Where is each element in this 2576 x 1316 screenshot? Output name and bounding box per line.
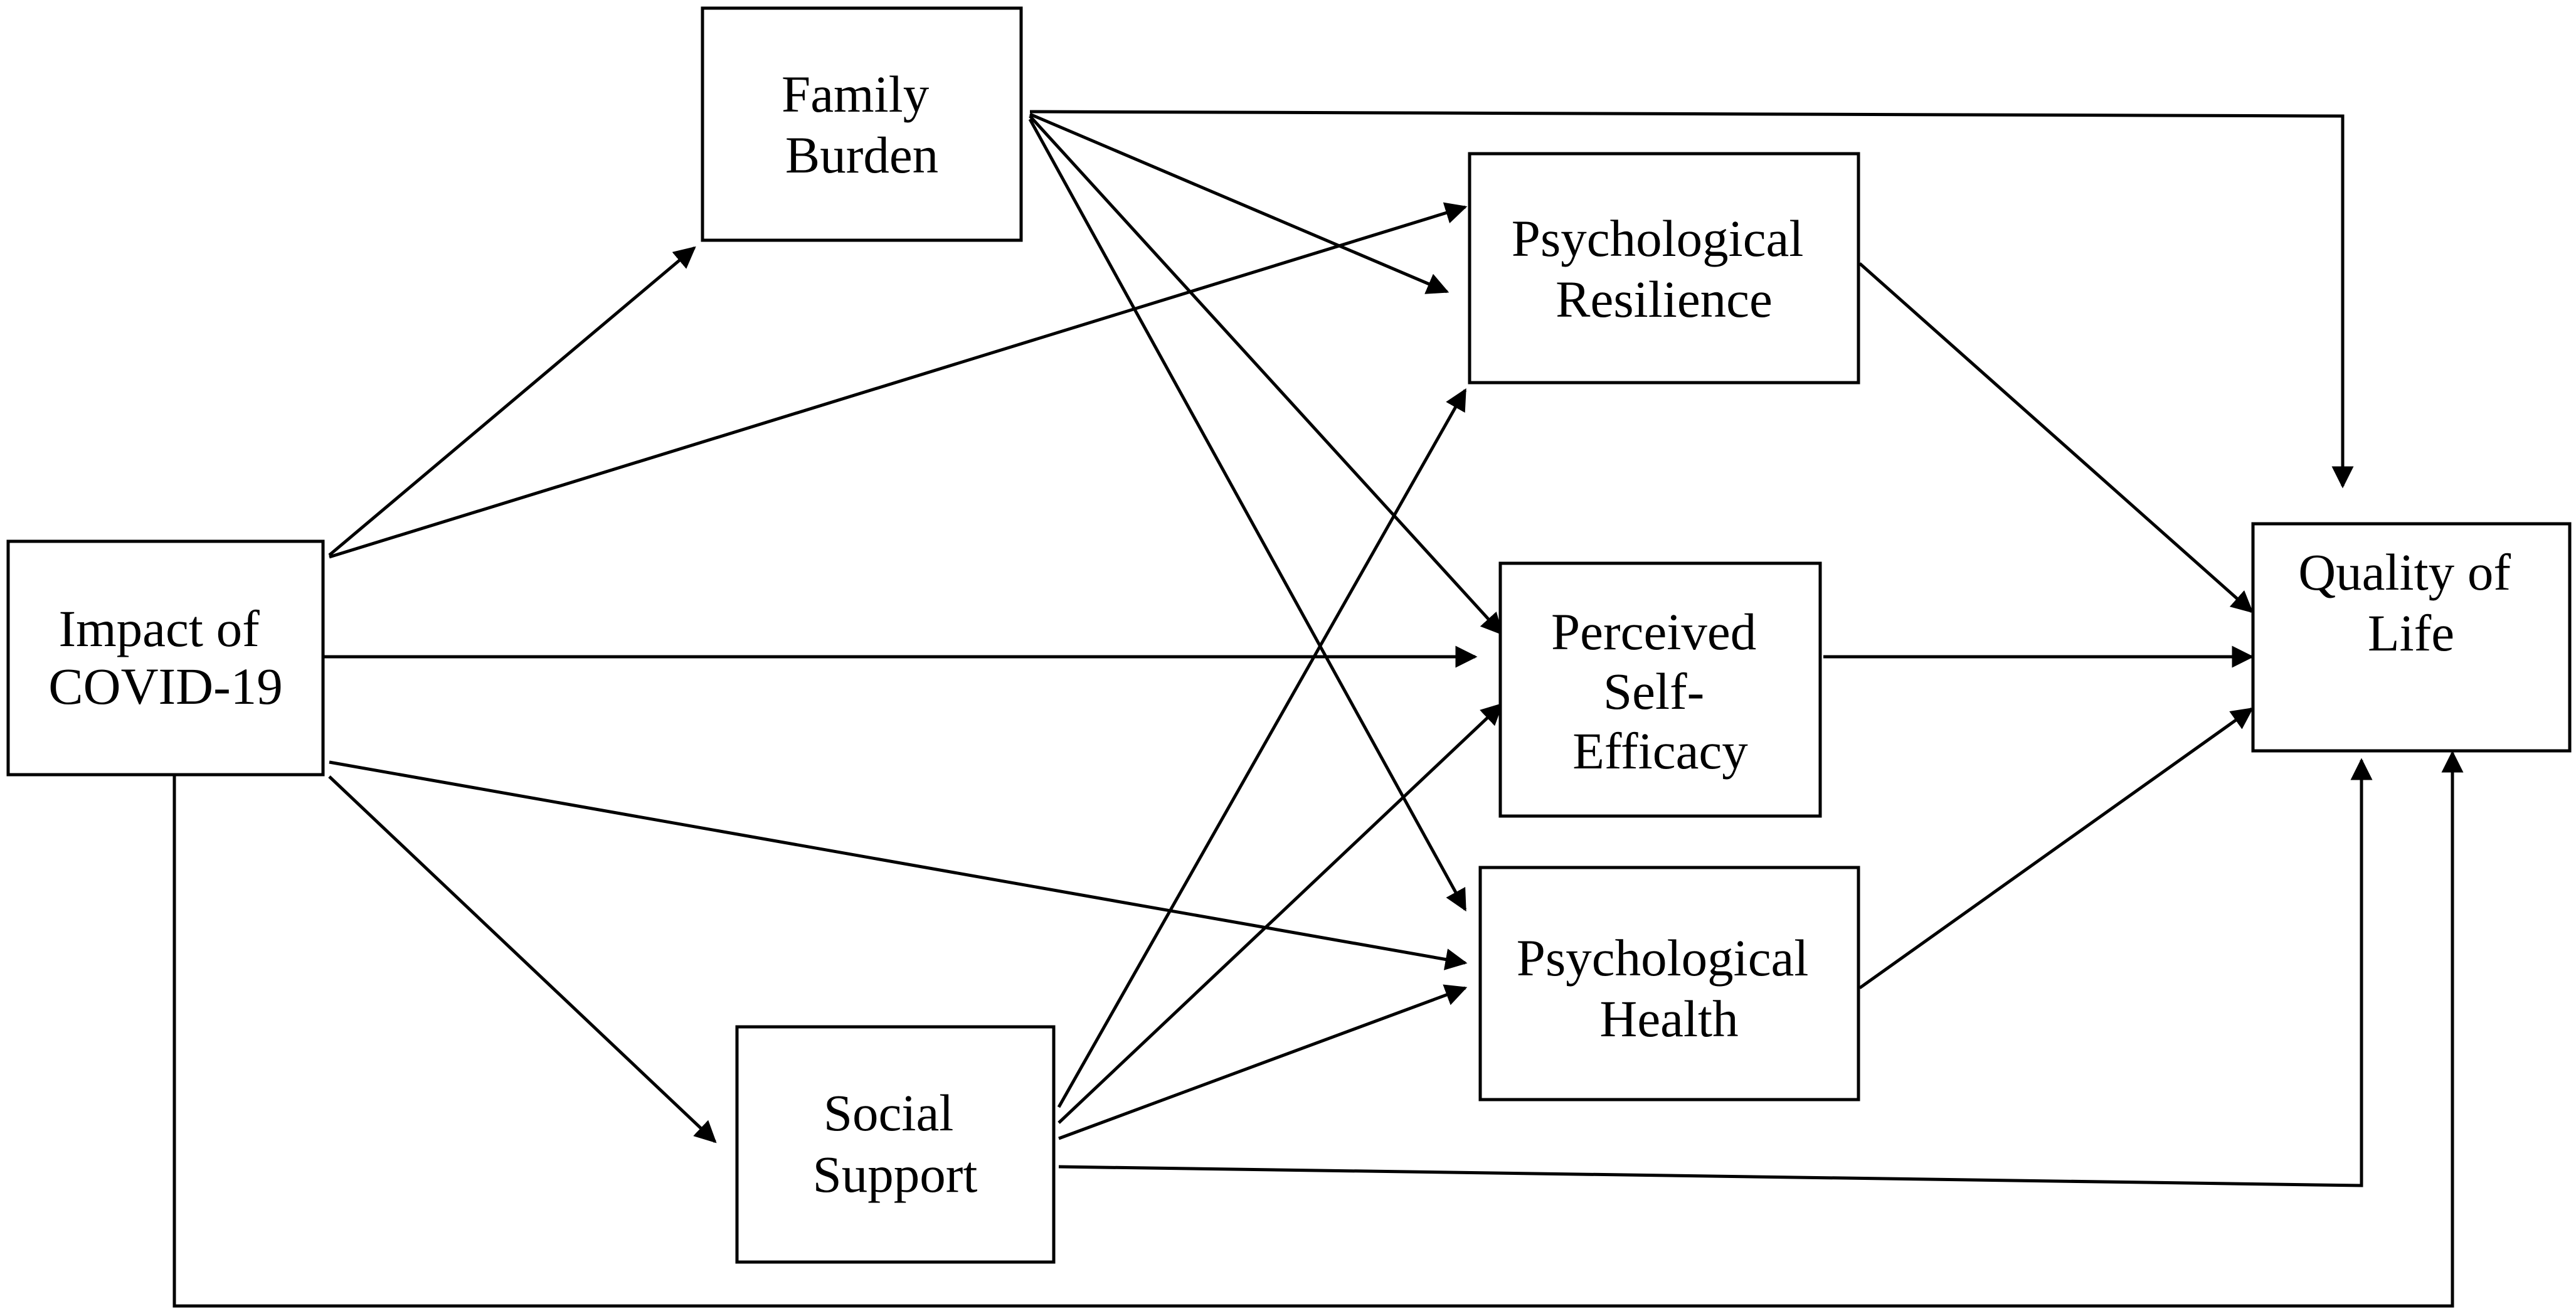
node-box xyxy=(6,539,325,777)
edge-family-burden-to-psychological-health xyxy=(1028,118,1467,912)
node-psychological-resilience: Psychological Resilience xyxy=(1468,152,1860,385)
node-psychological-health: Psychological Health xyxy=(1478,866,1860,1101)
node-label: Impact of COVID-19 xyxy=(48,600,282,715)
node-box xyxy=(2251,522,2572,753)
edge-family-burden-to-psychological-resilience xyxy=(1029,112,1450,294)
edge-impact-to-psychological-health xyxy=(329,760,1468,970)
node-box xyxy=(701,6,1023,242)
edge-family-burden-to-quality-of-life xyxy=(1029,110,2354,489)
node-label-line: Health xyxy=(1599,990,1738,1048)
node-family-burden: Family Burden xyxy=(701,6,1023,242)
node-label: Psychological Health xyxy=(1517,929,1821,1048)
edge-social-support-to-psychological-health xyxy=(1058,984,1468,1140)
node-label: Perceived Self- Efficacy xyxy=(1551,603,1769,780)
node-label-line: COVID-19 xyxy=(48,657,282,715)
node-label-line: Quality of xyxy=(2298,543,2511,601)
node-box xyxy=(1468,152,1860,385)
edge-impact-to-family-burden xyxy=(328,246,696,556)
node-box xyxy=(1478,866,1860,1101)
edge-social-support-to-quality-of-life xyxy=(1058,758,2373,1187)
node-box xyxy=(735,1025,1056,1264)
node-label: Psychological Resilience xyxy=(1512,210,1816,328)
edge-social-support-to-psychological-resilience xyxy=(1057,388,1467,1108)
node-label-line: Efficacy xyxy=(1572,722,1748,780)
edge-impact-to-psychological-resilience xyxy=(329,202,1468,559)
node-label-line: Resilience xyxy=(1556,270,1773,328)
node-label: Social Support xyxy=(813,1084,978,1203)
node-quality-of-life: Quality of Life xyxy=(2251,522,2572,753)
node-impact-of-covid-19: Impact of COVID-19 xyxy=(6,539,325,777)
node-label-line: Family xyxy=(782,65,930,123)
node-social-support: Social Support xyxy=(735,1025,1056,1264)
node-label-line: Psychological xyxy=(1517,929,1809,987)
node-label: Family Burden xyxy=(782,65,942,184)
node-label-line: Self- xyxy=(1603,662,1704,720)
edge-psychological-health-to-quality-of-life xyxy=(1858,707,2254,990)
node-box xyxy=(1498,561,1822,818)
edge-social-support-to-perceived-self-efficacy xyxy=(1057,703,1503,1124)
edge-family-burden-to-perceived-self-efficacy xyxy=(1029,115,1503,635)
node-label-line: Perceived xyxy=(1551,603,1756,661)
node-label-line: Psychological xyxy=(1512,210,1804,267)
node-label-line: Life xyxy=(2368,604,2454,662)
edge-psychological-resilience-to-quality-of-life xyxy=(1858,262,2254,613)
edge-impact-to-quality-of-life xyxy=(172,750,2464,1308)
node-label-line: Support xyxy=(813,1145,978,1203)
edges xyxy=(172,110,2464,1308)
node-perceived-self-efficacy: Perceived Self- Efficacy xyxy=(1498,561,1822,818)
node-label: Quality of Life xyxy=(2298,543,2524,662)
node-label-line: Social xyxy=(824,1084,953,1142)
node-label-line: Burden xyxy=(785,126,938,184)
node-label-line: Impact of xyxy=(58,600,260,657)
edge-impact-to-social-support xyxy=(328,775,717,1144)
